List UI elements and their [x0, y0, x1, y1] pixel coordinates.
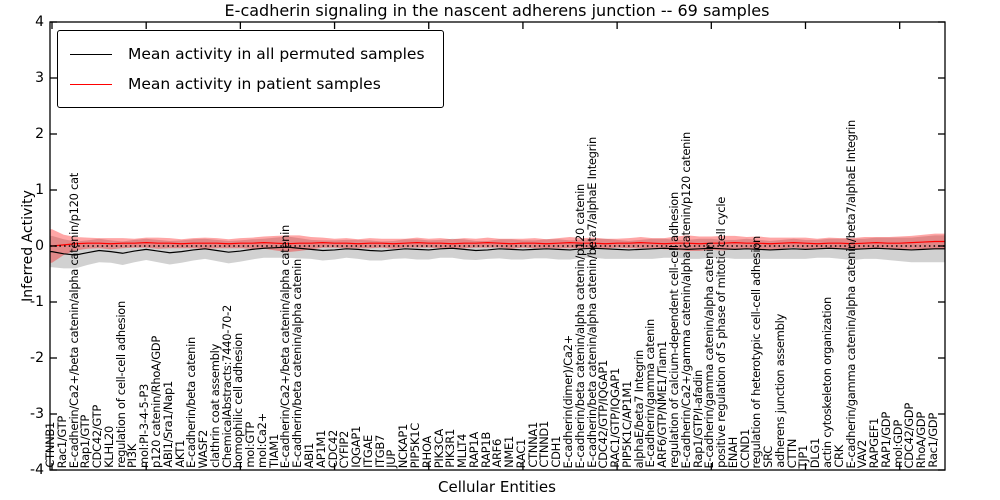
legend-item-permuted: Mean activity in all permuted samples [70, 39, 425, 69]
x-category-label: regulation of cell-cell adhesion [113, 301, 128, 468]
legend-label-patient: Mean activity in patient samples [128, 75, 381, 93]
patient-line-swatch [70, 83, 112, 85]
legend-item-patient: Mean activity in patient samples [70, 69, 425, 99]
patient-mean-line [50, 240, 945, 247]
y-tick-label: 4 [35, 14, 44, 30]
chart-title: E-cadherin signaling in the nascent adhe… [224, 1, 770, 20]
legend[interactable]: Mean activity in all permuted samples Me… [57, 30, 444, 108]
x-category-label: Rac1/GDP [926, 413, 940, 468]
permuted-mean-line [50, 246, 945, 256]
y-tick-label: 3 [35, 70, 44, 86]
y-tick-label: -3 [30, 406, 44, 422]
permuted-line-swatch [70, 53, 112, 55]
x-category-label: actin cytoskeleton organization [820, 297, 835, 468]
y-tick-label: -2 [30, 350, 44, 366]
x-category-label: E-cadherin/gamma catenin/alpha catenin/b… [843, 119, 858, 468]
x-axis-label: Cellular Entities [438, 478, 556, 496]
y-tick-label: 1 [35, 182, 44, 198]
y-tick-label: 2 [35, 126, 44, 142]
y-tick-label: -4 [30, 462, 44, 478]
x-category-label: regulation of heterotypic cell-cell adhe… [749, 235, 764, 468]
x-category-label: E-cadherin/beta catenin/alpha catenin [290, 259, 305, 468]
y-tick-label: 0 [35, 238, 44, 254]
y-tick-label: -1 [30, 294, 44, 310]
legend-label-permuted: Mean activity in all permuted samples [128, 45, 425, 63]
x-category-label: positive regulation of S phase of mitoti… [714, 197, 729, 468]
